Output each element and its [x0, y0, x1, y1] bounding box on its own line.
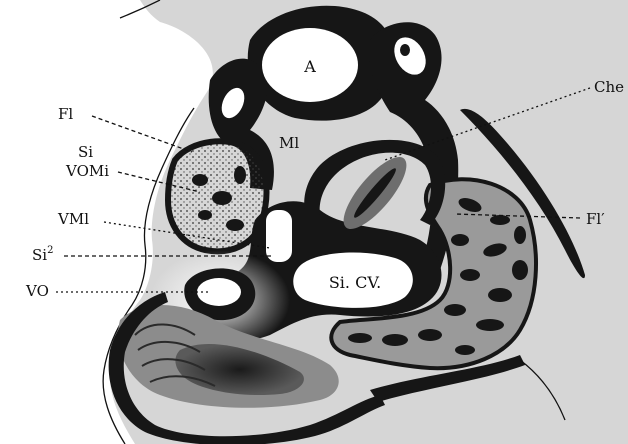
label-A: A: [303, 57, 316, 76]
small-opening-right-dot: [400, 44, 410, 56]
label-VMl: VMl: [57, 210, 89, 228]
label-Fl-prime: Fl′: [586, 210, 605, 228]
cavity-si2: [266, 210, 292, 262]
label-Che: Che: [594, 78, 624, 96]
label-VO: VO: [25, 282, 49, 300]
label-Fl: Fl: [58, 105, 73, 123]
label-Si2-sup: 2: [47, 245, 53, 256]
label-Si-CV: Si. CV.: [329, 273, 381, 292]
label-VOMi: VOMi: [65, 162, 109, 180]
cavity-VO: [197, 278, 241, 306]
label-Si: Si: [78, 143, 93, 161]
label-Si2: Si2: [32, 245, 53, 264]
label-Ml: Ml: [279, 134, 299, 152]
label-Si2-base: Si: [32, 246, 47, 264]
